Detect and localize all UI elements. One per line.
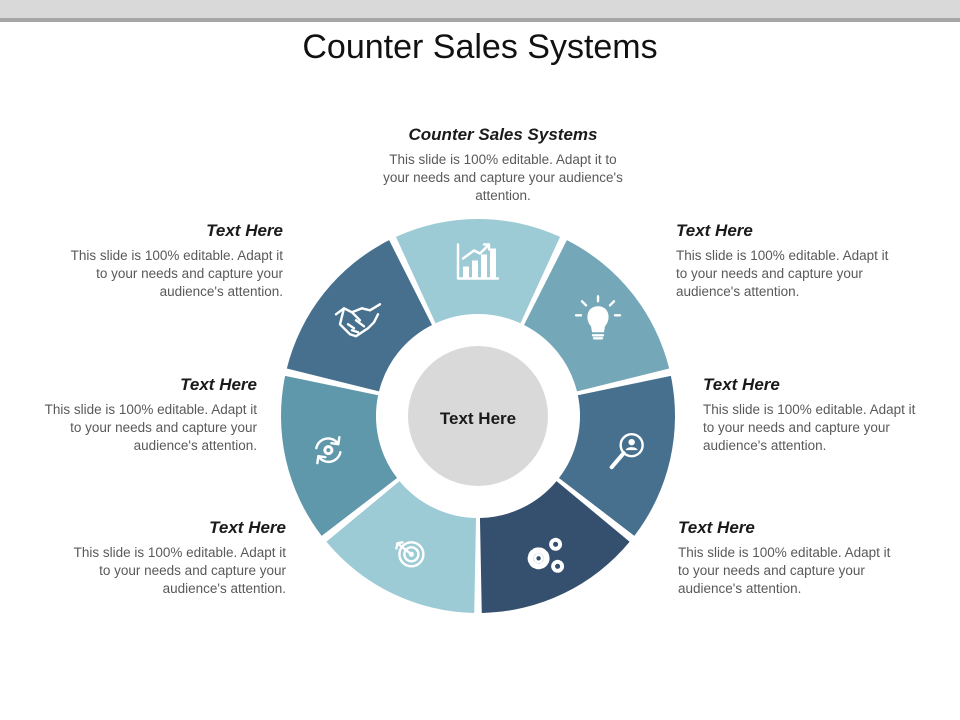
block-heading: Text Here	[678, 518, 755, 537]
block-heading: Text Here	[209, 518, 286, 537]
block-body: This slide is 100% editable. Adapt it to…	[70, 248, 283, 299]
block-heading: Text Here	[703, 375, 780, 394]
text-block-left-1: Text Here This slide is 100% editable. A…	[58, 221, 283, 301]
text-block-left-2: Text Here This slide is 100% editable. A…	[32, 375, 257, 455]
block-heading: Counter Sales Systems	[408, 125, 598, 144]
block-heading: Text Here	[676, 221, 753, 240]
center-label: Text Here	[440, 409, 516, 428]
growth-chart-icon	[456, 243, 500, 280]
block-heading: Text Here	[180, 375, 257, 394]
ring-segment-7	[286, 240, 432, 392]
gears-icon	[527, 537, 565, 573]
block-body: This slide is 100% editable. Adapt it to…	[676, 248, 889, 299]
text-block-right-1: Text Here This slide is 100% editable. A…	[676, 221, 901, 301]
ring-segment-1	[395, 218, 561, 324]
top-bar-line	[0, 18, 960, 22]
text-block-right-2: Text Here This slide is 100% editable. A…	[703, 375, 928, 455]
lightbulb-icon	[574, 295, 622, 340]
block-body: This slide is 100% editable. Adapt it to…	[703, 402, 916, 453]
block-body: This slide is 100% editable. Adapt it to…	[73, 545, 286, 596]
slide-title: Counter Sales Systems	[302, 28, 658, 66]
text-block-right-3: Text Here This slide is 100% editable. A…	[678, 518, 903, 598]
block-heading: Text Here	[206, 221, 283, 240]
top-bar	[0, 0, 960, 18]
handshake-icon	[334, 303, 382, 338]
block-body: This slide is 100% editable. Adapt it to…	[44, 402, 257, 453]
block-body: This slide is 100% editable. Adapt it to…	[383, 152, 623, 203]
block-body: This slide is 100% editable. Adapt it to…	[678, 545, 891, 596]
text-block-top: Counter Sales Systems This slide is 100%…	[378, 125, 628, 205]
text-block-left-3: Text Here This slide is 100% editable. A…	[61, 518, 286, 598]
target-icon	[395, 541, 425, 568]
center-circle	[408, 346, 548, 486]
refresh-cycle-icon	[315, 435, 342, 465]
magnifier-user-icon	[609, 432, 644, 470]
ring-segment-3	[558, 375, 675, 536]
